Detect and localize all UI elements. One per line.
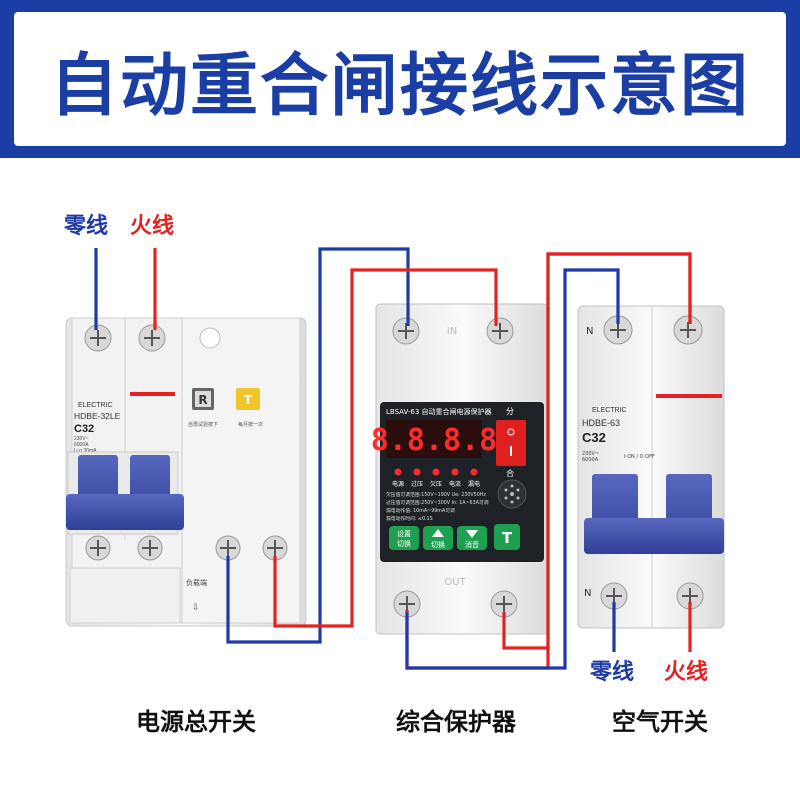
right-brand: ELECTRIC [592, 407, 627, 414]
indicator-label: 电流 [449, 480, 461, 488]
up-button[interactable] [423, 526, 453, 550]
test-key: T [244, 393, 253, 407]
off-label: 分 [506, 407, 514, 416]
test-desc: 每月按一次 [238, 421, 263, 428]
out-label: OUT [444, 577, 466, 588]
left-rating: C32 [74, 423, 94, 435]
mute-label: 消音 [465, 540, 479, 549]
t-label: T [502, 529, 513, 547]
right-spec1: 230V~ [582, 451, 599, 457]
indicator-led [451, 468, 459, 476]
protector-buttons: 设置 切换 切换 消音 T [389, 524, 520, 550]
indicator-label: 电源 [392, 480, 404, 488]
test-button [236, 388, 260, 410]
left-neutral-label: 零线 [64, 214, 109, 239]
indicator-led [394, 468, 402, 476]
red-marker [656, 394, 722, 398]
reset-desc: 自再试验按下 [188, 421, 218, 428]
right-rating: C32 [582, 430, 606, 445]
title-banner: 自动重合闸接线示意图 [0, 0, 800, 158]
info-line-2: 过压值可调范围:250V~300V In: 1A~63A可调 [386, 499, 489, 506]
right-neutral-label: 零线 [590, 660, 635, 685]
load-label: 负载端 [186, 578, 207, 587]
indicator-led [470, 468, 478, 476]
red-marker [130, 392, 175, 396]
arrow-down-icon: ⇩ [192, 603, 200, 613]
indicator-label: 漏电 [468, 480, 480, 488]
caption-air-switch: 空气开关 [612, 708, 708, 736]
svg-text:切换: 切换 [397, 539, 411, 548]
wire-neutral-out-b [525, 268, 620, 670]
test-indicator-icon [199, 327, 221, 349]
indicator-label: 欠压 [430, 480, 442, 488]
n-top-label: N [586, 326, 593, 337]
left-brand: ELECTRIC [78, 402, 113, 409]
right-model: HDBE-63 [582, 418, 620, 428]
left-model: HDBE-32LE [74, 411, 121, 421]
set-button[interactable] [389, 526, 419, 550]
right-live-label: 火线 [664, 660, 709, 685]
protector-model: LBSAV-63 自动重合闸电源保护器 [386, 407, 492, 416]
reset-key: R [198, 393, 207, 407]
led-display: 8.8.8.8 [371, 423, 497, 458]
on-label: 合 [506, 468, 514, 478]
arrow-up-icon [432, 529, 444, 537]
wire-neutral-a [226, 247, 410, 644]
left-spec2: 6000A [74, 442, 89, 448]
svg-text:设置: 设置 [397, 529, 411, 538]
indicator-led [432, 468, 440, 476]
right-spec2: 6000A [582, 457, 599, 463]
wire-neutral-out [405, 612, 525, 670]
test-key-button[interactable] [494, 524, 520, 550]
indicator-led [413, 468, 421, 476]
caption-main-switch: 电源总开关 [136, 708, 256, 736]
left-spec3: I△n 30mA [74, 448, 97, 454]
info-line-4: 漏电动作时间: ≤0.1S [386, 515, 433, 522]
arrow-down-icon [466, 530, 478, 538]
page-title: 自动重合闸接线示意图 [49, 46, 750, 126]
left-live-label: 火线 [130, 214, 175, 239]
caption-protector: 综合保护器 [396, 708, 516, 736]
left-spec1: 230V~ [74, 436, 89, 442]
left-breaker: ELECTRIC HDBE-32LE C32 230V~ 6000A I△n 3… [65, 317, 307, 627]
right-breaker: N ELECTRIC HDBE-63 C32 230V~ 6000A I ON … [577, 305, 725, 629]
breaker-handle [584, 518, 724, 554]
breaker-handle [66, 494, 184, 530]
wire-live-out [502, 252, 692, 650]
on-off-label: I ON / O OFF [624, 454, 655, 460]
wire-live-a [273, 268, 498, 628]
info-line-1: 欠压值可调范围:150V~190V Ue: 230V50Hz [386, 491, 486, 498]
info-line-3: 漏电动作值: 10mA~99mA可调 [386, 507, 455, 514]
protector-device: IN LBSAV-63 自动重合闸电源保护器 8.8.8.8 分 合 电源过压欠… [371, 303, 549, 635]
switch-label: 切换 [431, 540, 445, 549]
n-bottom-label: N [584, 588, 591, 599]
indicator-label: 过压 [411, 480, 423, 488]
in-label: IN [447, 326, 457, 337]
title-panel: 自动重合闸接线示意图 [14, 12, 786, 146]
power-switch[interactable] [496, 420, 526, 466]
